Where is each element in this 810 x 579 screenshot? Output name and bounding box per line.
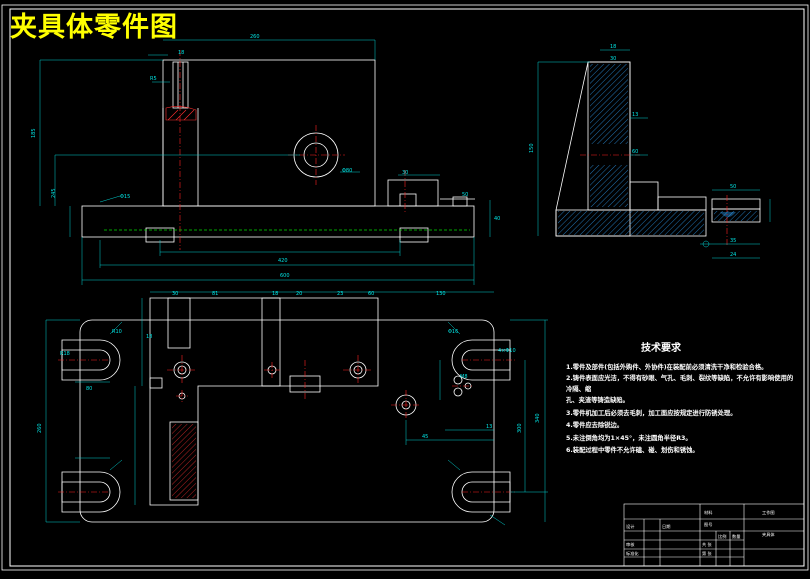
requirement-line-4: 3.零件机加工后必须去毛刺，加工面应按规定进行防锈处理。 [566, 408, 737, 417]
dim-top-16: 13 [486, 424, 492, 430]
dim-top-2: 18 [272, 291, 278, 297]
requirements-heading: 技术要求 [641, 341, 682, 354]
dim-side-2: 30 [610, 56, 616, 62]
requirement-line-1: 2.铸件表面应光洁，不得有砂眼、气孔、毛刺、裂纹等缺陷，不允许有影响使用的 [566, 373, 793, 382]
front-dim-labels: 260 18 R5 185 245 Φ80 30 50 Φ15 40 600 4… [31, 34, 500, 279]
dim-front-4: 245 [51, 188, 57, 198]
dim-top-7: 18 [146, 334, 152, 340]
tb-cell-1: 夹具体 [762, 531, 775, 538]
dim-front-5: Φ80 [342, 168, 352, 174]
top-dim-labels: 30 81 18 20 23 60 130 18 R10 R18 4×Φ10 Φ… [37, 291, 541, 440]
tb-cell-4: 材料 [704, 509, 713, 516]
tb-cell-7: 审核 [626, 541, 635, 548]
dim-front-3: 185 [31, 128, 37, 138]
tb-cell-3: 数量 [732, 533, 740, 540]
dim-top-4: 23 [337, 291, 343, 297]
tb-cell-5: 图号 [704, 522, 712, 528]
dim-front-1: 18 [178, 50, 184, 56]
dim-top-18: 300 [517, 423, 523, 433]
dim-top-0: 30 [172, 291, 178, 297]
technical-requirements: 技术要求 1.零件及部件(包括外购件、外协件)在装配前必须清洗干净和检验合格。 … [566, 341, 793, 454]
dim-front-11: 420 [278, 258, 288, 264]
dim-top-5: 60 [368, 291, 374, 297]
tb-cell-11: 第 张 [702, 550, 713, 557]
dim-front-2: R5 [150, 76, 157, 82]
dim-top-8: R10 [112, 329, 122, 335]
dim-top-17: 340 [535, 413, 541, 423]
dim-top-10: 4×Φ10 [498, 348, 516, 354]
side-dim-labels: 150 18 30 13 60 50 35 24 [529, 44, 736, 258]
tb-cell-10: 共 张 [702, 541, 713, 548]
dim-front-6: 30 [402, 170, 408, 176]
dim-side-6: 35 [730, 238, 736, 244]
title-block-text: 工作图 夹具体 比例 数量 材料 图号 设计 审核 标准化 日期 共 张 第 张 [626, 509, 775, 557]
tb-cell-9: 日期 [662, 524, 670, 530]
dim-front-8: Φ15 [120, 194, 130, 200]
requirement-line-3: 孔、夹渣等铸造缺陷。 [566, 395, 629, 404]
requirement-line-2: 冷隔、缩 [566, 384, 592, 393]
requirement-line-0: 1.零件及部件(包括外购件、外协件)在装配前必须清洗干净和检验合格。 [566, 362, 767, 371]
dim-front-7: 50 [462, 192, 468, 198]
tb-cell-0: 工作图 [762, 509, 775, 516]
requirement-line-7: 6.装配过程中零件不允许磕、碰、划伤和锈蚀。 [566, 445, 699, 454]
tb-cell-6: 设计 [626, 523, 634, 530]
dim-side-3: 13 [632, 112, 638, 118]
dim-front-10: 600 [280, 273, 290, 279]
front-base [81, 205, 475, 238]
dim-top-15: 45 [422, 434, 428, 440]
requirement-line-5: 4.零件应去除锐边。 [566, 420, 623, 429]
front-slot [172, 61, 189, 109]
dim-top-12: M8 [460, 374, 468, 380]
side-view [555, 61, 761, 237]
dim-front-0: 260 [250, 34, 260, 40]
dim-top-1: 81 [212, 291, 218, 297]
dim-top-9: R18 [60, 351, 70, 357]
dim-side-0: 150 [529, 143, 535, 153]
dim-top-14: 260 [37, 423, 43, 433]
dim-top-11: Φ16 [448, 329, 458, 335]
dim-top-3: 20 [296, 291, 302, 297]
tb-cell-8: 标准化 [626, 550, 639, 557]
page-title: 夹具体零件图 [10, 12, 178, 43]
requirement-line-6: 5.未注倒角均为1×45°，未注圆角半径R3。 [566, 433, 692, 442]
dim-top-6: 130 [436, 291, 446, 297]
dim-top-13: 80 [86, 386, 92, 392]
tb-cell-2: 比例 [718, 533, 726, 540]
dim-side-1: 18 [610, 44, 616, 50]
dim-side-7: 24 [730, 252, 736, 258]
dim-side-4: 60 [632, 149, 638, 155]
title-block [623, 503, 805, 567]
top-view [61, 297, 511, 523]
front-upright [162, 59, 376, 207]
outer-border [1, 4, 809, 571]
inner-border [9, 8, 805, 567]
top-base [79, 319, 495, 523]
front-view [81, 59, 475, 243]
dim-front-9: 40 [494, 216, 500, 222]
dim-side-5: 50 [730, 184, 736, 190]
